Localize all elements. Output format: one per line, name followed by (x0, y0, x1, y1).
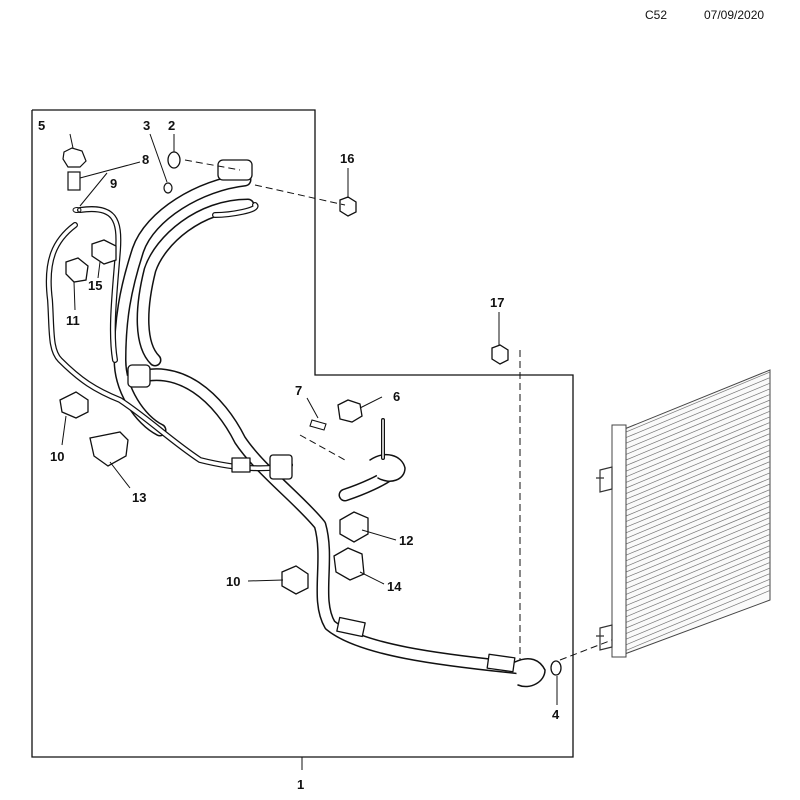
condenser-fin (625, 567, 771, 629)
condenser-fin (625, 506, 771, 567)
condenser-fin (625, 416, 771, 478)
part-3-seal (163, 182, 173, 194)
condenser-fin (625, 584, 771, 646)
condenser-fin (625, 472, 771, 534)
condenser-fin (625, 545, 771, 606)
callout-17: 17 (490, 295, 504, 310)
diagram-date: 07/09/2020 (704, 8, 765, 22)
callout-16: 16 (340, 151, 354, 166)
condenser-fin (625, 427, 771, 489)
condenser-fin (625, 483, 771, 545)
alignment-lines (184, 159, 613, 661)
condenser-fin (625, 405, 771, 466)
condenser-fin (625, 517, 771, 578)
condenser-fin (625, 410, 771, 472)
part-12-clip (339, 511, 369, 543)
condenser (596, 369, 771, 658)
part-7-valve (309, 419, 327, 431)
condenser-fin (625, 528, 771, 590)
condenser-fin (625, 388, 771, 450)
callout-12: 12 (399, 533, 413, 548)
condenser-fin (625, 377, 771, 438)
condenser-fin (625, 562, 771, 623)
callout-10-upper: 10 (50, 449, 64, 464)
part-10-clip-lower (281, 565, 309, 595)
condenser-fin (625, 394, 771, 455)
condenser-fin (625, 382, 771, 444)
part-9-oring (72, 207, 82, 213)
callout-10-lower: 10 (226, 574, 240, 589)
condenser-fin (625, 466, 771, 528)
condenser-fin (625, 399, 771, 461)
condenser-fin (625, 489, 771, 550)
condenser-fin (625, 556, 771, 618)
condenser-fin (625, 573, 771, 634)
condenser-fin (625, 578, 771, 640)
callout-11: 11 (66, 313, 80, 328)
condenser-fin (625, 450, 771, 511)
part-5-cap (62, 147, 87, 191)
part-10-clip-upper (59, 391, 89, 419)
callout-15: 15 (88, 278, 102, 293)
callout-2: 2 (168, 118, 175, 133)
callout-13: 13 (132, 490, 146, 505)
part-11-clip (65, 257, 89, 283)
leader-lines (61, 133, 558, 705)
callout-14: 14 (387, 579, 402, 594)
condenser-fin (625, 550, 771, 612)
condenser-fin (625, 522, 771, 584)
condenser-fin (625, 534, 771, 595)
callout-6: 6 (393, 389, 400, 404)
part-4-seal (550, 660, 562, 676)
page-code: C52 (645, 8, 668, 22)
callout-8: 8 (142, 152, 149, 167)
condenser-fin (625, 494, 771, 556)
condenser-fin (625, 511, 771, 573)
part-13-bracket (89, 431, 129, 467)
condenser-fin (625, 444, 771, 506)
callout-9: 9 (110, 176, 117, 191)
condenser-fin (625, 433, 771, 494)
part-2-seal (167, 151, 181, 169)
callout-3: 3 (143, 118, 150, 133)
part-16-nut (339, 196, 357, 217)
part-15-clip (91, 239, 117, 265)
condenser-fin (625, 371, 771, 433)
condenser-fin (625, 478, 771, 539)
condenser-fin (625, 500, 771, 562)
condenser-fin (625, 422, 771, 483)
callout-7: 7 (295, 383, 302, 398)
condenser-fin (625, 438, 771, 500)
part-14-clip (333, 547, 365, 581)
part-6-cap (337, 399, 363, 423)
assembly-frame (31, 109, 574, 758)
callout-1: 1 (297, 777, 304, 792)
hose-assembly (45, 159, 546, 688)
condenser-fin (625, 590, 771, 651)
callout-4: 4 (552, 707, 560, 722)
part-17-nut (491, 344, 509, 365)
condenser-fin (625, 539, 771, 601)
condenser-fin (625, 455, 771, 517)
callout-5: 5 (38, 118, 45, 133)
condenser-fin (625, 461, 771, 522)
